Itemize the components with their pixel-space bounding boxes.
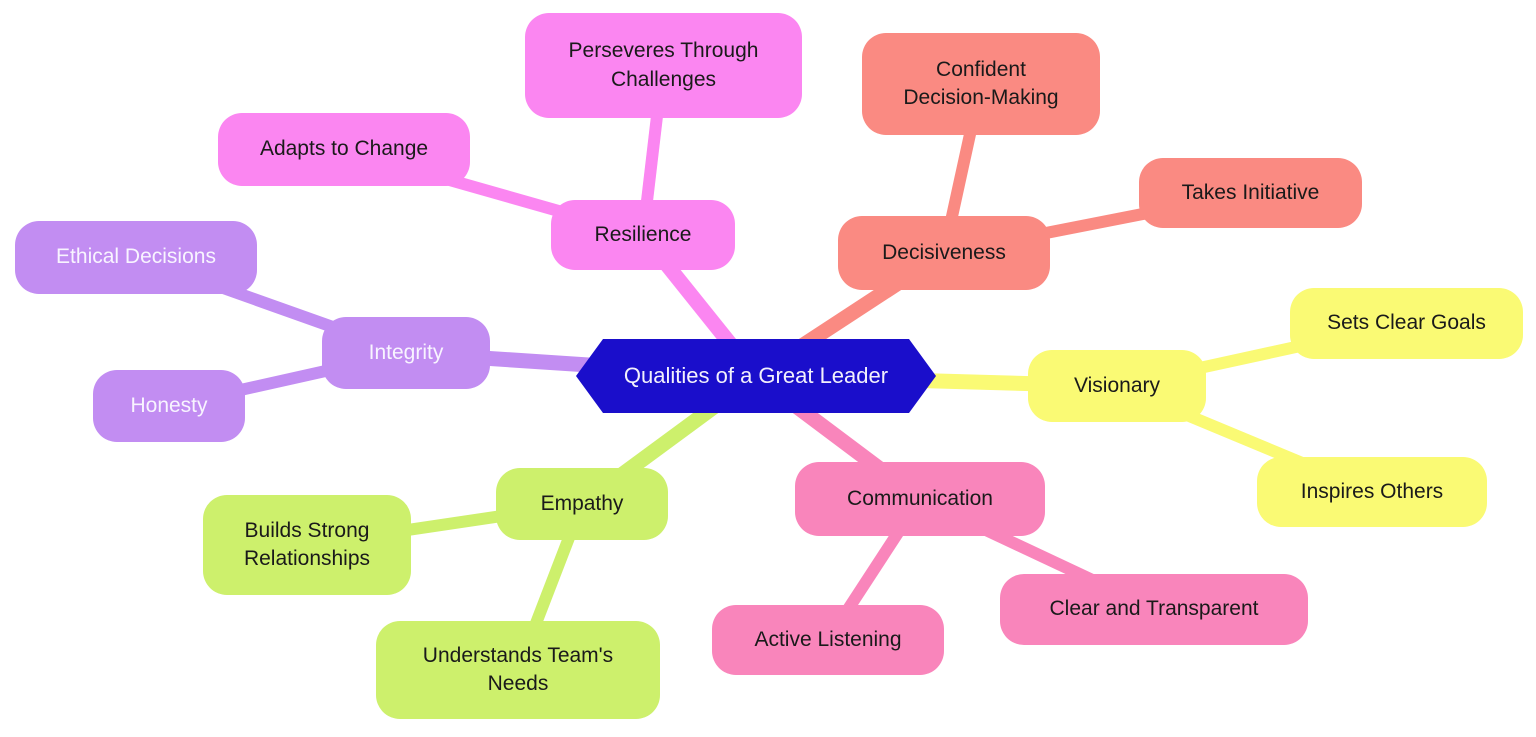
child-node-adapts-to-change[interactable]: Adapts to Change [218, 113, 470, 186]
branch-node-integrity[interactable]: Integrity [322, 317, 490, 389]
child-node-active-listening[interactable]: Active Listening [712, 605, 944, 675]
child-node-builds-strong-relationships[interactable]: Builds Strong Relationships [203, 495, 411, 595]
child-node-ethical-decisions[interactable]: Ethical Decisions [15, 221, 257, 294]
branch-node-resilience[interactable]: Resilience [551, 200, 735, 270]
branch-node-visionary[interactable]: Visionary [1028, 350, 1206, 422]
branch-node-communication[interactable]: Communication [795, 462, 1045, 536]
branch-node-decisiveness[interactable]: Decisiveness [838, 216, 1050, 290]
child-node-inspires-others[interactable]: Inspires Others [1257, 457, 1487, 527]
child-node-takes-initiative[interactable]: Takes Initiative [1139, 158, 1362, 228]
branch-node-empathy[interactable]: Empathy [496, 468, 668, 540]
child-node-confident-decision-making[interactable]: Confident Decision-Making [862, 33, 1100, 135]
child-node-perseveres-through-challenges[interactable]: Perseveres Through Challenges [525, 13, 802, 118]
center-node-qualities-of-a-great-leader[interactable]: Qualities of a Great Leader [576, 339, 936, 413]
child-node-sets-clear-goals[interactable]: Sets Clear Goals [1290, 288, 1523, 359]
child-node-clear-and-transparent[interactable]: Clear and Transparent [1000, 574, 1308, 645]
child-node-understands-teams-needs[interactable]: Understands Team's Needs [376, 621, 660, 719]
child-node-honesty[interactable]: Honesty [93, 370, 245, 442]
